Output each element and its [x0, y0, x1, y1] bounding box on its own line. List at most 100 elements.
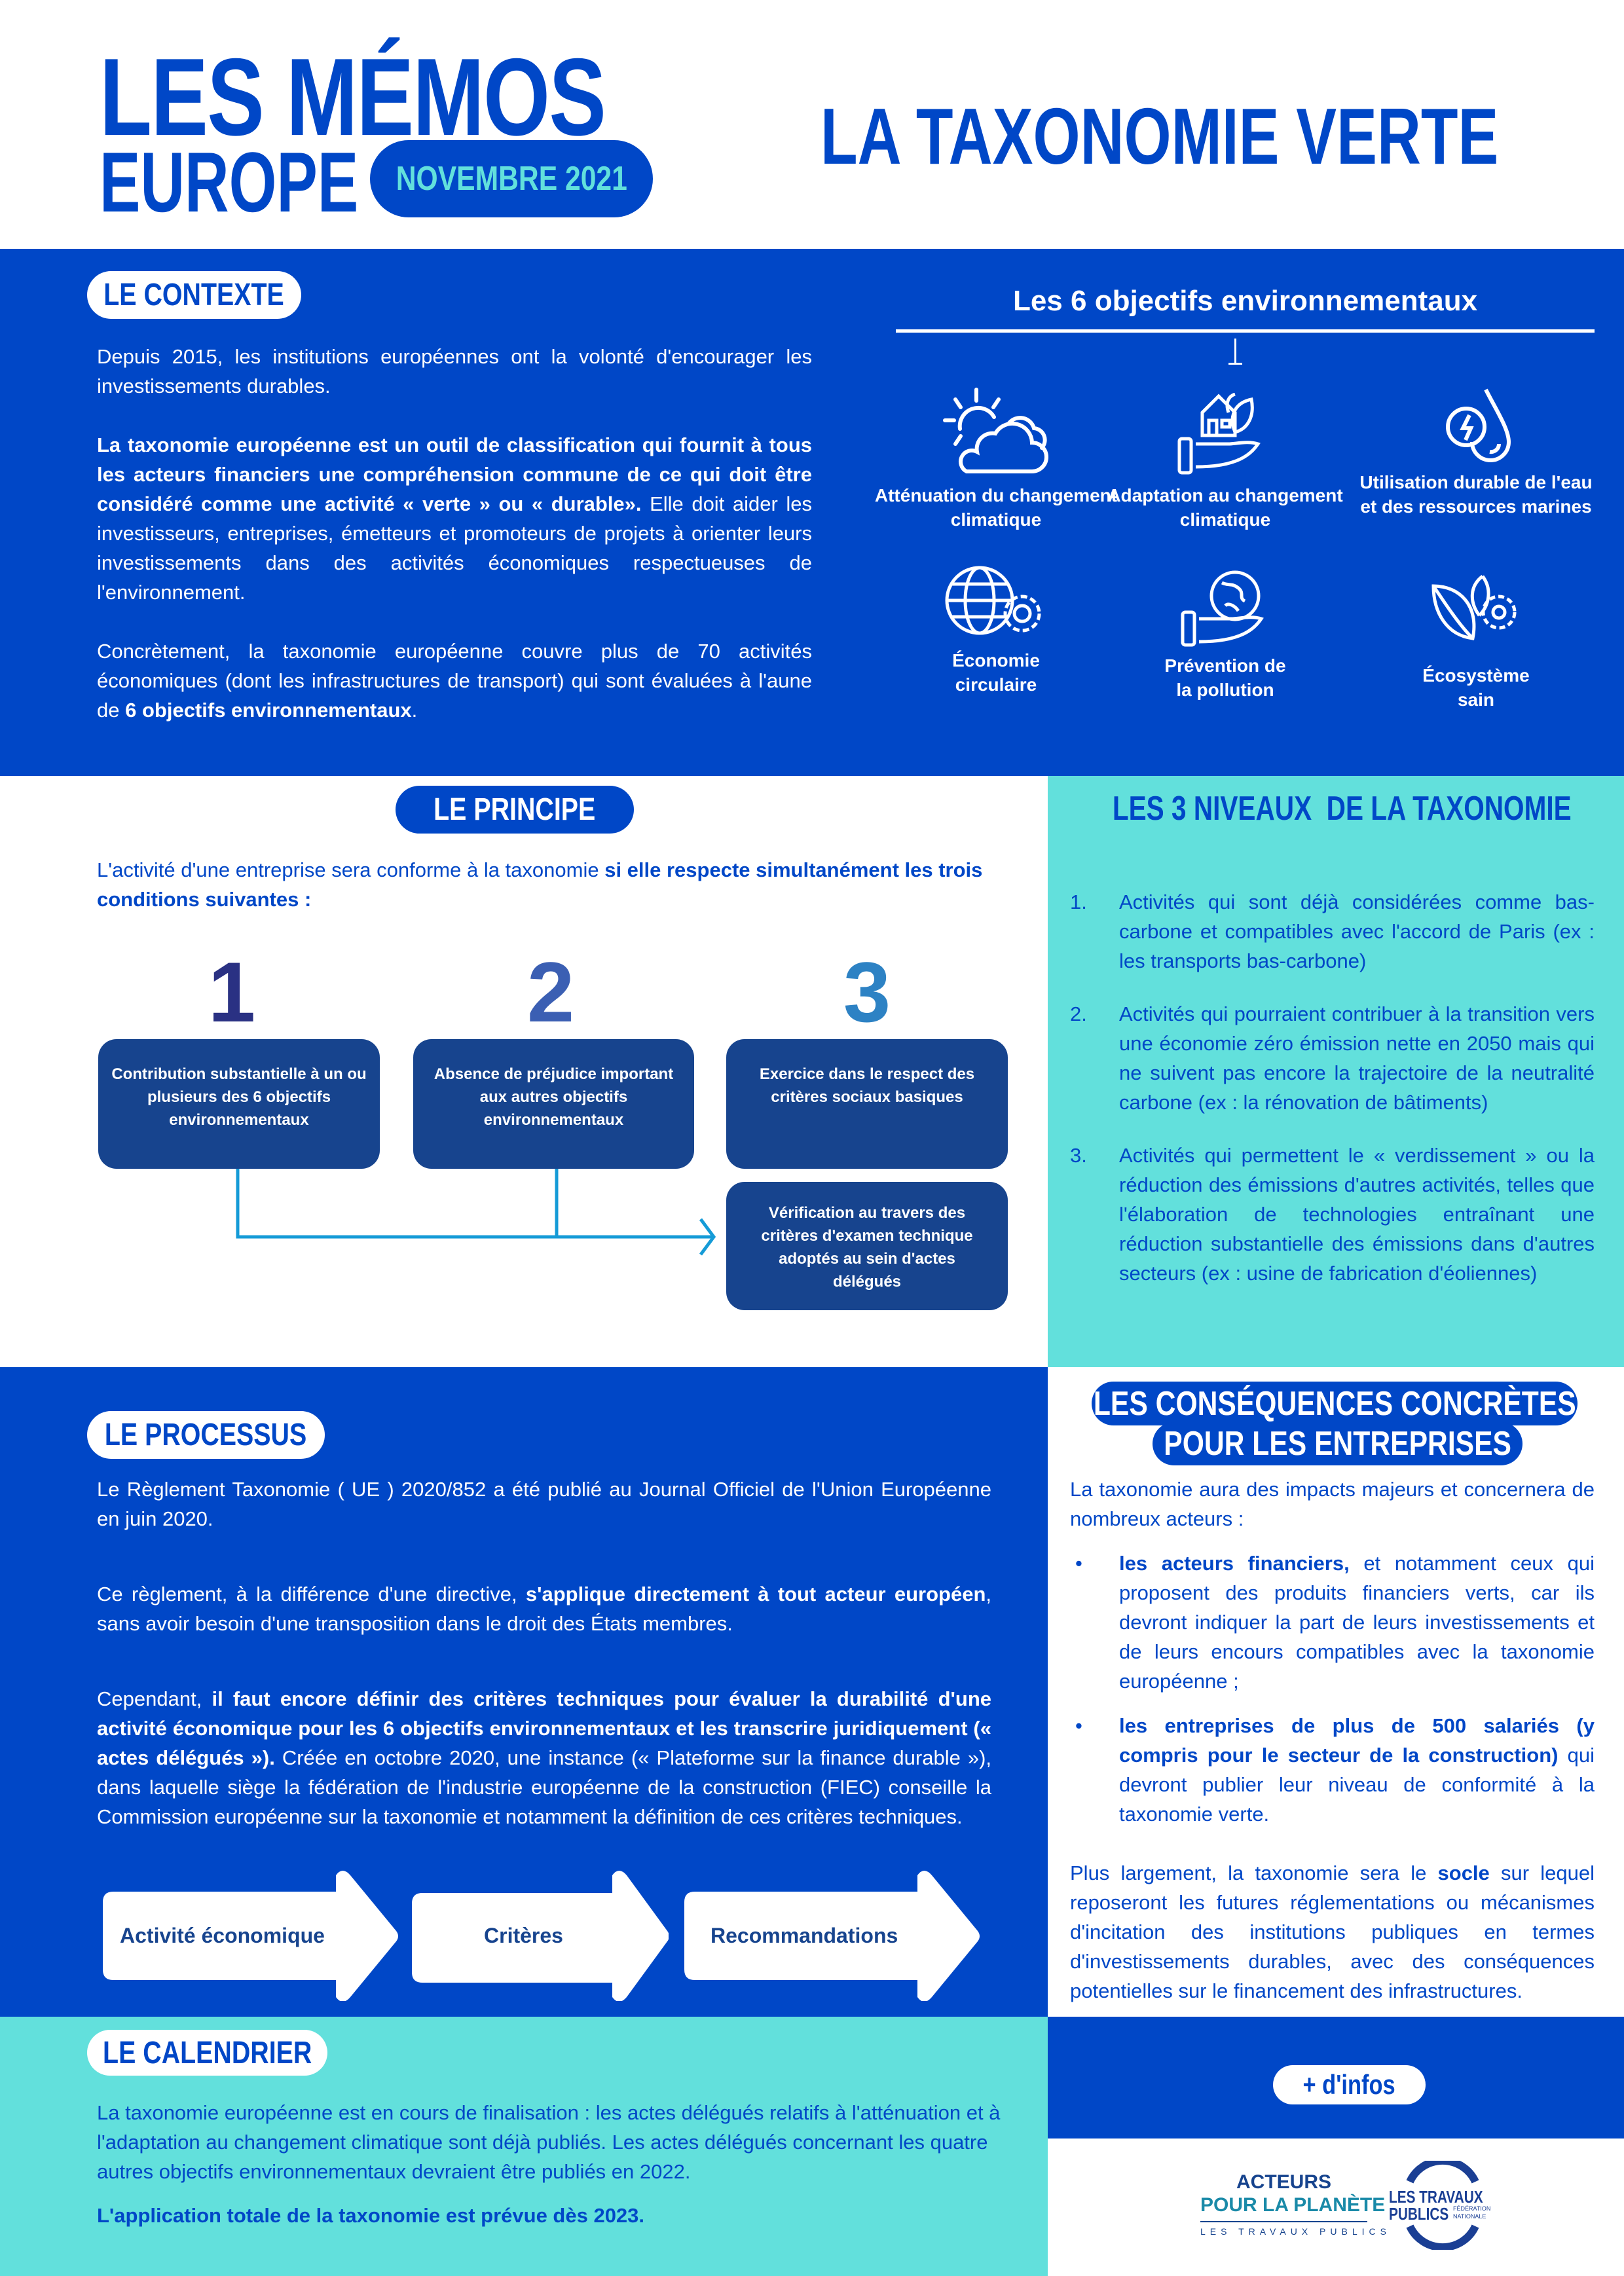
- objectif-attenuation: Atténuation du changement climatique: [872, 386, 1120, 532]
- condition-number-1: 1: [208, 944, 256, 1040]
- date-badge: NOVEMBRE 2021: [370, 140, 653, 217]
- contexte-heading-text: LE CONTEXTE: [103, 278, 285, 312]
- connector-arrow: [236, 1169, 716, 1256]
- sun-cloud-icon: [943, 388, 1048, 473]
- arrow-shape: [412, 1871, 669, 2002]
- section-contexte: [0, 249, 1624, 776]
- bullet-text: les entreprises de plus de 500 salariés …: [1119, 1711, 1595, 1829]
- bullet-bold: les entreprises de plus de 500 salariés …: [1119, 1714, 1595, 1767]
- hand-house-leaf-icon: [1177, 393, 1261, 475]
- condition-number-3: 3: [843, 944, 891, 1040]
- bullet-item: • les entreprises de plus de 500 salariés…: [1070, 1711, 1595, 1829]
- globe-gear-icon: [945, 566, 1041, 635]
- logo-text: ACTEURS: [1236, 2171, 1331, 2193]
- list-number: 1.: [1070, 890, 1087, 913]
- outro-bold: socle: [1437, 1862, 1490, 1884]
- principe-heading-text: LE PRINCIPE: [434, 792, 596, 827]
- objectif-label: Écosystème sain: [1422, 665, 1530, 710]
- processus-p3-end: Créée en octobre 2020, une instance (« P…: [97, 1746, 992, 1828]
- contexte-p2-rest: Elle doit aider les investisseurs, entre…: [97, 492, 812, 604]
- process-step-criteres: Critères: [411, 1870, 669, 2002]
- objectif-label: Prévention de la pollution: [1164, 655, 1286, 700]
- processus-heading: LE PROCESSUS: [87, 1411, 325, 1459]
- brand-title: LES MÉMOS: [100, 35, 606, 158]
- objectifs-tick: [1234, 339, 1236, 363]
- contexte-text: Depuis 2015, les institutions européenne…: [97, 342, 812, 754]
- niveaux-list: 1. Activités qui sont déjà considérées co…: [1070, 887, 1595, 1312]
- list-item: 1. Activités qui sont déjà considérées co…: [1070, 887, 1595, 976]
- calendrier-bold: L'application totale de la taxonomie est…: [97, 2201, 1001, 2230]
- objectif-ecosysteme: Écosystème sain: [1352, 573, 1600, 712]
- niveaux-heading-text: LES 3 NIVEAUX DE LA TAXONOMIE: [1112, 790, 1572, 828]
- more-info-button[interactable]: + d'infos: [1273, 2065, 1426, 2104]
- calendrier-heading-text: LE CALENDRIER: [102, 2035, 312, 2070]
- hand-globe-icon: [1181, 570, 1264, 647]
- processus-p2-text: Ce règlement, à la différence d'une dire…: [97, 1583, 526, 1606]
- process-step-recommandations: Recommandations: [683, 1870, 982, 2002]
- date-text: NOVEMBRE 2021: [396, 160, 627, 198]
- niveaux-heading: LES 3 NIVEAUX DE LA TAXONOMIE: [1048, 789, 1624, 828]
- logo-travaux-publics: LES TRAVAUX PUBLICS FÉDÉRATION NATIONALE: [1389, 2161, 1497, 2250]
- processus-p3-bold: il faut encore définir des critères tech…: [97, 1687, 991, 1769]
- objectif-label: Adaptation au changement climatique: [1107, 485, 1343, 530]
- bullet-item: • les acteurs financiers, et notamment ce…: [1070, 1549, 1595, 1696]
- list-text: Activités qui sont déjà considérées comm…: [1119, 890, 1595, 972]
- objectif-economie-circulaire: Économie circulaire: [872, 564, 1120, 697]
- principe-intro-bold: si elle respecte simultanément les trois…: [97, 858, 983, 911]
- objectif-label: Utilisation durable de l'eau et des ress…: [1359, 472, 1593, 517]
- consequences-text: La taxonomie aura des impacts majeurs et…: [1070, 1475, 1595, 2035]
- arrow-shape: [103, 1871, 398, 2002]
- logo-acteurs-planete: ACTEURS POUR LA PLANÈTE LES TRAVAUX PUBL…: [1200, 2171, 1391, 2237]
- bullet-rest: et notamment ceux qui proposent des prod…: [1119, 1552, 1595, 1693]
- objectif-pollution: Prévention de la pollution: [1101, 570, 1350, 702]
- processus-p2-end: , sans avoir besoin d'une transposition …: [97, 1583, 992, 1635]
- list-text: Activités qui pourraient contribuer à la…: [1119, 1002, 1595, 1114]
- calendrier-paragraph: La taxonomie européenne est en cours de …: [97, 2101, 1001, 2183]
- processus-p1: Le Règlement Taxonomie ( UE ) 2020/852 a…: [97, 1478, 991, 1530]
- logo-divider: [1200, 2221, 1367, 2222]
- processus-p3-text: Cependant,: [97, 1687, 212, 1710]
- brand-subtitle: EUROPE: [100, 134, 359, 230]
- contexte-p2: La taxonomie européenne est un outil de …: [97, 430, 812, 607]
- logo-text: NATIONALE: [1453, 2213, 1486, 2220]
- processus-p2-bold: s'applique directement à tout acteur eur…: [525, 1583, 986, 1606]
- calendrier-heading: LE CALENDRIER: [87, 2030, 327, 2076]
- water-drop-energy-icon: [1446, 388, 1511, 462]
- objectifs-title: Les 6 objectifs environnementaux: [1012, 285, 1478, 317]
- section-niveaux: [1048, 776, 1624, 1367]
- bullet-text: les acteurs financiers, et notamment ceu…: [1119, 1549, 1595, 1696]
- logo-text: LES TRAVAUX PUBLICS: [1200, 2226, 1391, 2237]
- processus-heading-text: LE PROCESSUS: [105, 1418, 307, 1452]
- step-label: Activité économique: [120, 1923, 325, 1947]
- process-step-activite: Activité économique: [101, 1870, 400, 2002]
- arrow-shape: [684, 1871, 980, 2002]
- processus-text: Le Règlement Taxonomie ( UE ) 2020/852 a…: [97, 1475, 991, 1861]
- logo-text: FÉDÉRATION: [1453, 2205, 1491, 2212]
- bullet-icon: •: [1075, 1552, 1082, 1575]
- contexte-p3-bold: 6 objectifs environnementaux: [125, 699, 412, 722]
- verification-box: Vérification au travers des critères d'e…: [726, 1182, 1008, 1310]
- contexte-heading: LE CONTEXTE: [87, 271, 301, 319]
- list-item: 2.Activités qui pourraient contribuer à …: [1070, 999, 1595, 1117]
- objectif-eau: Utilisation durable de l'eau et des ress…: [1352, 386, 1600, 519]
- principe-heading: LE PRINCIPE: [396, 786, 634, 834]
- contexte-p2-bold: La taxonomie européenne est un outil de …: [97, 433, 812, 515]
- step-label: Critères: [484, 1923, 563, 1947]
- logo-text: POUR LA PLANÈTE: [1200, 2194, 1386, 2216]
- objectifs-divider: [896, 329, 1595, 333]
- principe-intro-text: L'activité d'une entreprise sera conform…: [97, 858, 605, 881]
- condition-box-2: Absence de préjudice important aux autre…: [413, 1039, 694, 1169]
- consequences-outro: Plus largement, la taxonomie sera le soc…: [1070, 1858, 1595, 2006]
- logo-text: LES TRAVAUX: [1389, 2187, 1483, 2207]
- consequences-heading-text2: POUR LES ENTREPRISES: [1164, 1425, 1511, 1463]
- processus-p2: Ce règlement, à la différence d'une dire…: [97, 1579, 991, 1638]
- bullet-icon: •: [1075, 1714, 1082, 1737]
- contexte-p3-text: Concrètement, la taxonomie européenne co…: [97, 640, 812, 722]
- bullet-rest: qui devront publier leur niveau de confo…: [1119, 1744, 1595, 1826]
- bullet-bold: les acteurs financiers,: [1119, 1552, 1350, 1575]
- connector-lines: [236, 1169, 716, 1256]
- leaf-gear-icon: [1431, 575, 1517, 640]
- condition-box-1: Contribution substantielle à un ou plusi…: [98, 1039, 380, 1169]
- calendrier-text: La taxonomie européenne est en cours de …: [97, 2098, 1001, 2260]
- consequences-heading-text1: LES CONSÉQUENCES CONCRÈTES: [1093, 1384, 1576, 1423]
